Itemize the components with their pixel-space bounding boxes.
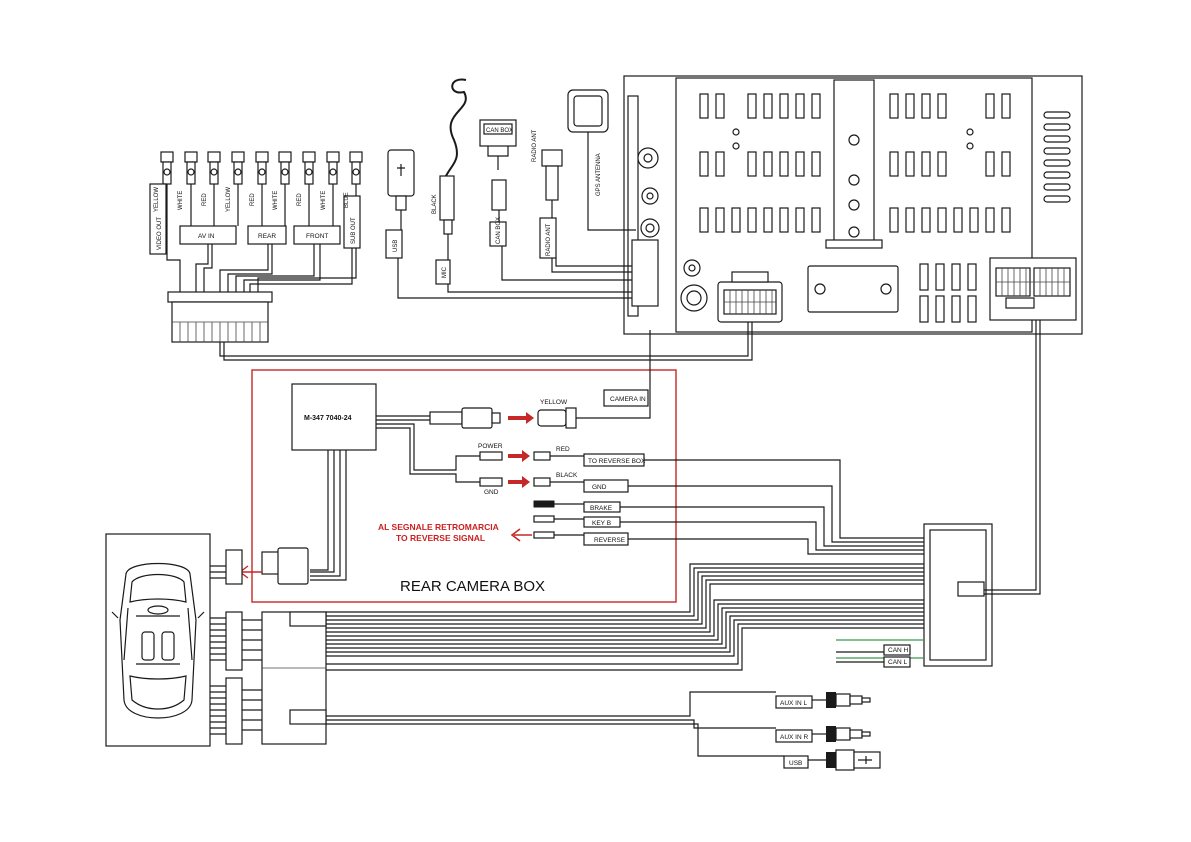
can-box-vertical-label: CAN BOX [496,217,502,244]
black-label: BLACK [432,194,438,214]
front-label: FRONT [306,233,328,240]
rca-label: WHITE [321,191,327,210]
rca-label: YELLOW [226,187,232,212]
front-label-box [293,225,341,245]
rca-label: RED [297,193,303,206]
mic [435,78,632,293]
camera-in-label: CAMERA IN [610,396,646,403]
rear-camera-box-title: REAR CAMERA BOX [400,578,545,595]
aux-in-r-label: AUX IN R [780,734,808,741]
power-label: POWER [478,443,503,450]
can-h-label: CAN H [888,647,909,654]
yellow-label: YELLOW [540,399,568,406]
usb-harness-label: USB [789,760,802,767]
mic-label: MIC [442,266,448,278]
rca-connector-group [149,151,753,361]
radio-ant-label: RADIO ANT [532,129,538,162]
camera-module [238,330,651,585]
iso-socket [989,257,1077,321]
can-box-label: CAN BOX [486,128,513,134]
brake-label: BRAKE [590,505,613,512]
gps-antenna-label: GPS ANTENNA [596,153,602,196]
rca-label: BLUE [344,192,350,208]
wire-bundle [326,563,924,771]
can-box [479,119,632,281]
car-illustration [105,533,211,747]
rear-label-box [247,225,287,245]
radio-antenna [539,149,632,273]
gnd-small-label: GND [484,489,499,496]
rca-harness-connector [167,291,273,343]
reverse-label: REVERSE [594,537,626,544]
red-label: RED [556,446,570,453]
aux-in-l-label: AUX IN L [780,700,807,707]
vent-slots-right [889,93,1011,323]
can-l-label: CAN L [888,659,908,666]
usb-plug [385,149,632,299]
rca-label: RED [202,193,208,206]
rca-label: SUB OUT [351,217,357,244]
radio-ant-vertical-label: RADIO ANT [546,223,552,256]
main-harness-plug [923,320,1041,667]
rca-label: WHITE [273,191,279,210]
rear-label: REAR [258,233,276,240]
vent-slots-left [699,93,821,233]
head-unit [623,75,1083,335]
rca-label: YELLOW [154,187,160,212]
usb-label: USB [393,240,399,252]
gnd-label: GND [592,484,607,491]
av-in-label: AV IN [198,233,215,240]
module-code: M-347 7040-24 [304,415,352,422]
reverse-signal-label-en: TO REVERSE SIGNAL [396,533,485,543]
reverse-signal-label-it: AL SEGNALE RETROMARCIA [378,522,499,532]
black-wire-label: BLACK [556,472,578,479]
rca-label: WHITE [178,191,184,210]
main-harness-socket [717,271,783,323]
key-b-label: KEY B [592,520,611,527]
rca-label: VIDEO OUT [157,217,163,250]
rca-plugs [160,151,363,185]
vehicle-connectors [210,549,327,745]
to-reverse-box-label: TO REVERSE BOX [588,458,646,465]
side-vents [1043,111,1071,203]
gps-antenna [567,89,636,231]
rca-label: RED [250,193,256,206]
